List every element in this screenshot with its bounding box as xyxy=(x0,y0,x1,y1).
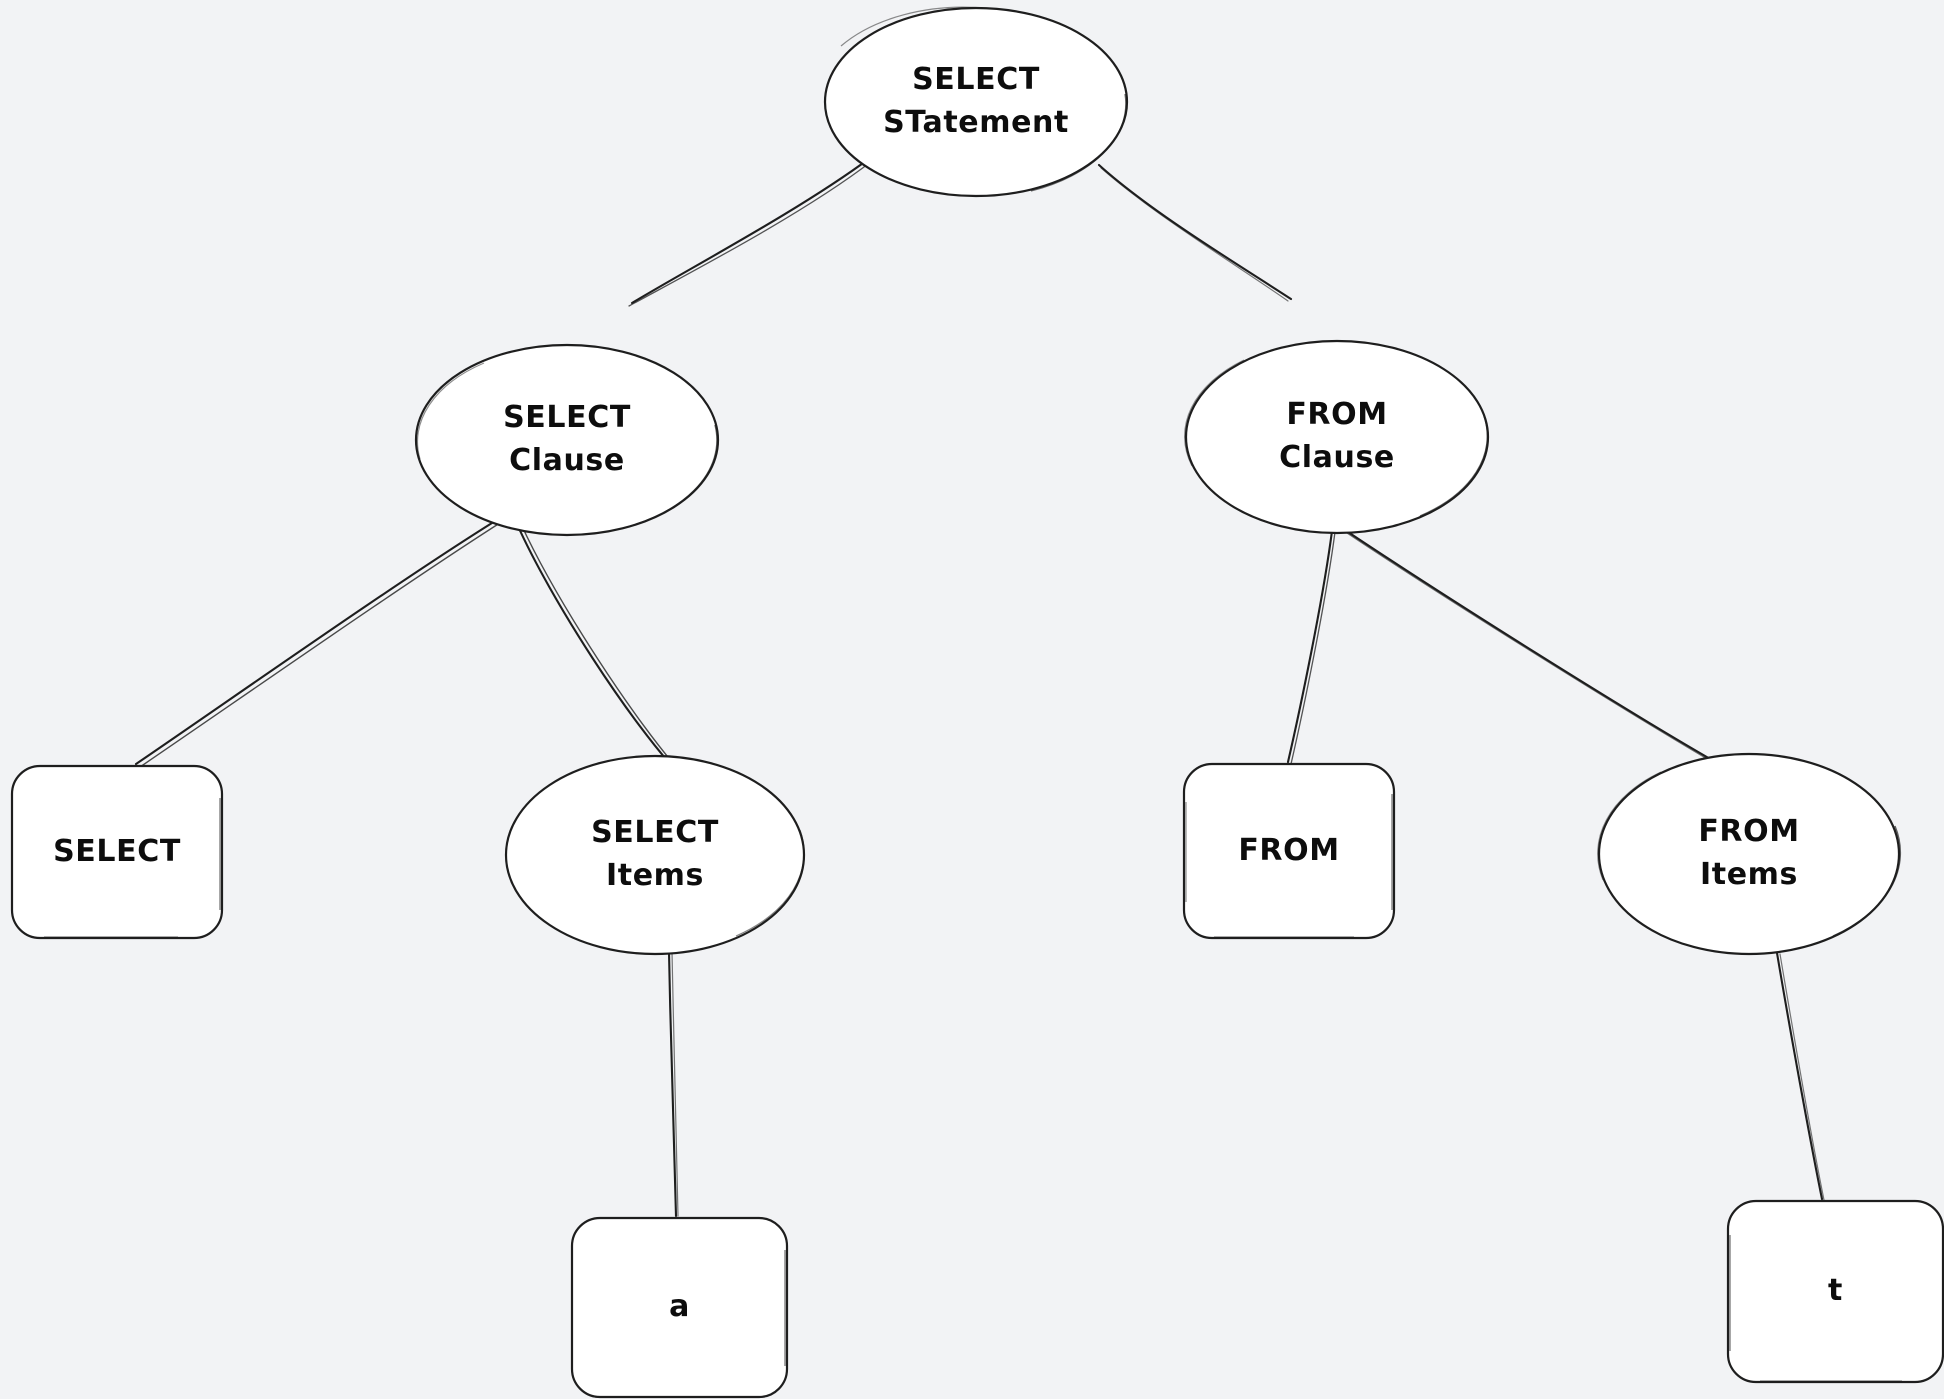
node-select-terminal[interactable]: SELECT xyxy=(10,764,224,940)
ellipse-shape-from-clause xyxy=(1184,339,1490,535)
ellipse-shape-from-items xyxy=(1597,752,1902,956)
node-from-items[interactable]: FROM Items xyxy=(1597,752,1902,956)
edge-from-clause-items xyxy=(1343,528,1715,764)
node-select-clause[interactable]: SELECT Clause xyxy=(414,343,720,537)
node-label-select-item-a: a xyxy=(669,1289,690,1325)
rect-shape-select-item-a xyxy=(570,1216,789,1399)
edge-select-clause-items xyxy=(515,522,686,778)
node-label-select-terminal: SELECT xyxy=(53,833,181,869)
node-label-select-clause: SELECT Clause xyxy=(503,400,631,478)
ellipse-shape-select-clause xyxy=(414,343,720,537)
edge-from-clause-from xyxy=(1286,529,1336,765)
node-label-from-items: FROM Items xyxy=(1698,814,1800,892)
node-from-item-t[interactable]: t xyxy=(1726,1199,1944,1384)
node-label-select-statement: SELECT STatement xyxy=(883,62,1069,140)
edge-select-clause-select xyxy=(134,516,504,768)
rect-shape-select-terminal xyxy=(10,764,224,940)
edge-select-items-a xyxy=(667,950,679,1218)
node-label-from-item-t: t xyxy=(1828,1273,1843,1309)
node-from-clause[interactable]: FROM Clause xyxy=(1184,338,1490,536)
node-from-terminal[interactable]: FROM xyxy=(1182,762,1396,940)
rect-shape-from-item-t xyxy=(1726,1199,1944,1384)
node-label-from-terminal: FROM xyxy=(1238,832,1340,868)
ellipse-shape-select-statement xyxy=(823,6,1129,198)
node-select-items[interactable]: SELECT Items xyxy=(504,754,806,956)
node-select-item-a[interactable]: a xyxy=(570,1216,789,1399)
edge-from-items-t xyxy=(1775,951,1825,1201)
rect-shape-from-terminal xyxy=(1182,762,1396,940)
node-label-select-items: SELECT Items xyxy=(591,815,719,893)
ellipse-shape-select-items xyxy=(504,754,806,956)
node-select-statement[interactable]: SELECT STatement xyxy=(823,6,1129,198)
node-label-from-clause: FROM Clause xyxy=(1279,397,1395,475)
